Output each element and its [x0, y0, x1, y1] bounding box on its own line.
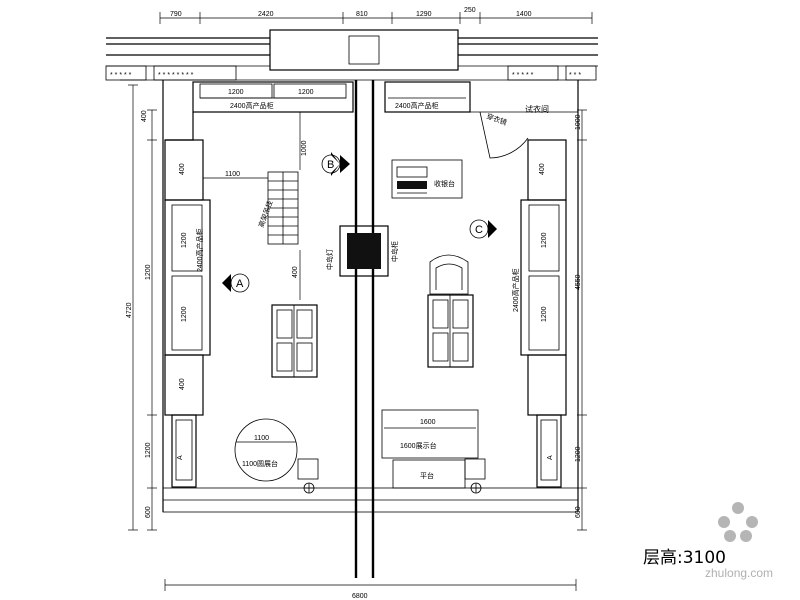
dim-inner-7: 1600: [420, 419, 436, 426]
label-top-shelf-right: 2400高产品柜: [395, 101, 439, 110]
marker-b-label: B: [327, 159, 334, 171]
dim-top-4: 1290: [416, 11, 432, 18]
right-wall-cabinets: 400 1200 1200 2400高产品柜 A: [511, 139, 567, 488]
right-display-table: [427, 294, 474, 368]
hanging-rack: 1100 1000 高架吊挂 400: [202, 112, 308, 300]
dim-inner-5: 400: [179, 163, 186, 175]
label-fitting-room: 试衣间: [525, 104, 549, 114]
dim-right-3: 1200: [575, 446, 582, 462]
dim-inner-2: 1200: [298, 89, 314, 96]
svg-text:* * * * *: * * * * *: [512, 72, 534, 79]
watermark-text: zhulong.com: [705, 566, 774, 580]
top-dimension-line: 790 2420 810 1290 250 1400: [159, 7, 593, 24]
top-cabinets-left: 1200 1200 2400高产品柜: [192, 81, 354, 113]
storefront-facade: * * * * * * * * * * * * * * * * * * * * …: [105, 29, 598, 81]
label-flat-table: 平台: [420, 471, 434, 480]
svg-text:* * * * * * * *: * * * * * * * *: [158, 72, 194, 79]
dim-inner-6: 1100: [254, 435, 269, 442]
center-pillar: 中岛灯 中岛柜: [325, 225, 399, 277]
label-center-lamp: 中岛灯: [325, 249, 334, 270]
dim-inner-14: 400: [539, 163, 546, 175]
svg-text:* * * * *: * * * * *: [110, 72, 132, 79]
marker-a-label: A: [236, 278, 244, 290]
center-divider: [354, 80, 375, 578]
label-mirror: 穿衣镜: [485, 111, 508, 127]
stool-right: [464, 458, 486, 494]
dim-inner-8: 400: [292, 266, 299, 278]
label-top-shelf-left: 2400高产品柜: [230, 101, 274, 110]
left-wall-cabinets: 400 1200 1200 400 2400高产品柜 A: [164, 112, 211, 488]
dim-inner-1: 1200: [228, 89, 244, 96]
dim-inner-4: 1000: [301, 140, 308, 156]
floor-height-label: 层高:3100: [643, 548, 726, 568]
label-display-rack: 高架吊挂: [256, 199, 274, 228]
dim-inner-3: 1100: [225, 171, 240, 178]
elevation-marker-c: C: [469, 219, 497, 239]
dim-left-5: 600: [145, 506, 152, 518]
outer-walls: [162, 80, 579, 513]
dim-inner-9: 1200: [181, 232, 188, 248]
left-display-table: [271, 304, 318, 378]
label-wall-a-left: A: [177, 455, 184, 460]
label-left-wall-cabinet: 2400高产品柜: [195, 228, 204, 272]
bottom-dimension-line: 6800: [164, 579, 577, 600]
dim-inner-13: 400: [179, 378, 186, 390]
fitting-room: 穿衣镜 试衣间: [470, 104, 578, 159]
label-wall-a-right: A: [547, 455, 554, 460]
dim-top-2: 2420: [258, 11, 274, 18]
dim-bottom: 6800: [352, 593, 368, 600]
cashier-counter: 收银台: [391, 159, 463, 199]
dim-left-4: 1200: [145, 264, 152, 280]
dim-inner-10: 1200: [181, 306, 188, 322]
right-dimension-line: 1000 4550 1200 600: [575, 109, 587, 531]
dim-top-6: 1400: [516, 11, 532, 18]
dim-top-3: 810: [356, 11, 368, 18]
marker-c-label: C: [475, 224, 483, 236]
dim-right-1: 1000: [575, 114, 582, 130]
dim-inner-11: 1200: [541, 232, 548, 248]
left-dimension-line: 400 1200 4720 1200 600: [126, 84, 157, 531]
dim-right-2: 4550: [575, 274, 582, 290]
dim-inner-12: 1200: [541, 306, 548, 322]
elevation-marker-a: A: [222, 273, 250, 293]
label-right-wall-cabinet: 2400高产品柜: [511, 268, 520, 312]
stool-left: [297, 458, 319, 494]
sofa-chair: [429, 254, 469, 295]
long-display-table: 1600 1600展示台 平台: [381, 409, 479, 489]
dim-top-1: 790: [170, 11, 182, 18]
round-display-table: 1100 1100圆展台: [234, 418, 298, 482]
watermark-logo-icon: [718, 502, 758, 542]
elevation-marker-b: B: [321, 152, 350, 176]
dim-left-3: 4720: [126, 302, 133, 318]
label-center-pillar: 中岛柜: [390, 241, 399, 262]
label-display-table: 1600展示台: [400, 441, 437, 450]
dim-left-2: 1200: [145, 442, 152, 458]
dim-left-1: 400: [141, 110, 148, 122]
dim-right-4: 600: [575, 506, 582, 518]
dim-top-5: 250: [464, 7, 476, 14]
top-cabinets-right: 2400高产品柜: [384, 81, 471, 113]
label-round-table: 1100圆展台: [242, 459, 278, 468]
label-cashier: 收银台: [434, 179, 455, 188]
svg-text:* * *: * * *: [569, 72, 581, 79]
